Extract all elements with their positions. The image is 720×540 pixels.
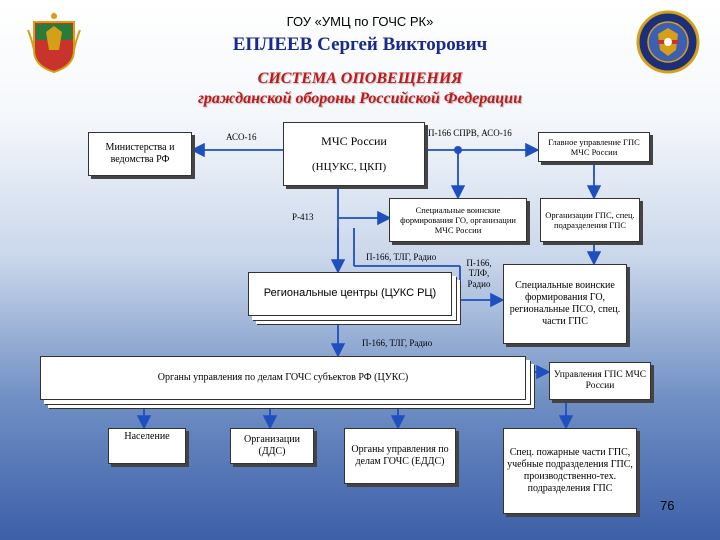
node-ministries: Министерства и ведомства РФ	[88, 132, 192, 176]
label-p166-tlf: П-166, ТЛФ, Радио	[466, 258, 492, 289]
label-r413: Р-413	[292, 212, 314, 222]
node-mchs-sub: (НЦУКС, ЦКП)	[312, 160, 387, 173]
node-subjects: Органы управления по делам ГОЧС субъекто…	[40, 356, 526, 400]
node-population: Население	[108, 428, 186, 464]
label-p166-sprv: П-166 СПРВ, АСО-16	[428, 128, 512, 138]
node-organizations: Организации (ДДС)	[230, 428, 314, 464]
node-gps-orgs: Организации ГПС, спец. подразделения ГПС	[540, 198, 640, 242]
node-special: Специальные воинские формирования ГО, ре…	[503, 264, 627, 344]
node-fire: Спец. пожарные части ГПС, учебные подраз…	[503, 428, 637, 514]
node-gps-upr: Управления ГПС МЧС России	[549, 362, 651, 400]
author-name: ЕПЛЕЕВ Сергей Викторович	[232, 34, 488, 55]
label-aso16: АСО-16	[226, 132, 257, 142]
node-mchs-name: МЧС России	[321, 134, 387, 149]
slide-title-line1: СИСТЕМА ОПОВЕЩЕНИЯ	[257, 70, 463, 87]
label-p166-tlg-2: П-166, ТЛГ, Радио	[362, 338, 433, 348]
slide-title-line2: гражданской обороны Российской Федерации	[198, 90, 522, 107]
node-gps-main: Главное управление ГПС МЧС России	[538, 132, 650, 162]
label-p166-tlg-1: П-166, ТЛГ, Радио	[366, 252, 437, 262]
coat-of-arms-icon	[27, 12, 81, 74]
node-local: Органы управления по делам ГОЧС (ЕДДС)	[344, 428, 456, 484]
emblem-icon	[636, 10, 700, 74]
node-mchs: МЧС России (НЦУКС, ЦКП)	[283, 122, 425, 186]
node-regional: Региональные центры (ЦУКС РЦ)	[248, 272, 452, 316]
node-military: Специальные воинские формирования ГО, ор…	[389, 198, 527, 242]
page-number: 76	[660, 498, 675, 513]
organization-title: ГОУ «УМЦ по ГОЧС РК»	[286, 14, 434, 29]
